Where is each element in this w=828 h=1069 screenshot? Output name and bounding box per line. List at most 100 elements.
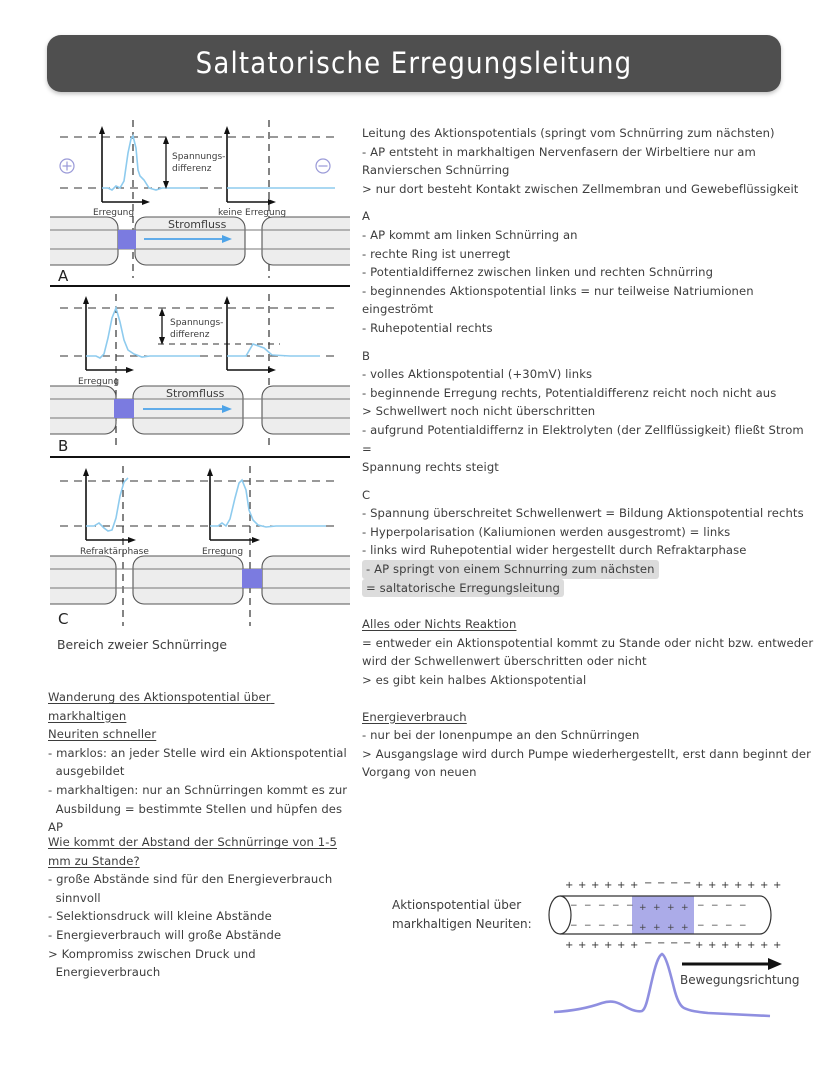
section-b-line-1: - volles Aktionspotential (+30mV) links [362, 367, 593, 382]
alles-line-3: > es gibt kein halbes Aktionspotential [362, 673, 587, 688]
section-c-highlight-1: - AP springt von einem Schnurring zum nä… [362, 560, 659, 579]
section-a-line-4: - beginnendes Aktionspotential links = n… [362, 283, 758, 317]
panel-a-svg: Erregung Spannungs- differenz keine Erre… [50, 120, 350, 287]
energie-line-3: Vorgang von neuen [362, 765, 477, 780]
wanderung-line-3: - markhaltigen: nur an Schnürringen komm… [48, 782, 348, 797]
depolarized-region [632, 896, 694, 934]
alles-title: Alles oder Nichts Reaktion [362, 617, 517, 632]
svg-text:−: − [598, 901, 606, 911]
section-a-line-3: - Potentialdiffernez zwischen linken und… [362, 265, 714, 280]
action-potential-curve [553, 952, 771, 1018]
spacer [362, 699, 814, 708]
node-of-ranvier-active [114, 399, 134, 418]
section-b-block: B - volles Aktionspotential (+30mV) link… [362, 347, 814, 486]
svg-text:−: − [683, 938, 691, 949]
svg-text:+: + [630, 880, 638, 891]
svg-text:−: − [657, 938, 665, 949]
section-c-line-2: - Hyperpolarisation (Kaliumionen werden … [362, 524, 731, 539]
ap-curve-left [86, 305, 200, 359]
right-axes [224, 296, 276, 373]
bottom-figure: Aktionspotential über markhaltigen Neuri… [392, 872, 812, 1032]
svg-text:−: − [739, 921, 747, 931]
ap-curve-right [210, 478, 326, 528]
section-b-line-4: - aufgrund Potentialdiffernz in Elektrol… [362, 422, 808, 456]
panel-b-voltage-label-2: differenz [170, 330, 210, 340]
svg-text:+: + [639, 903, 647, 913]
svg-text:+: + [760, 940, 768, 951]
section-c-highlight-wrap-2: = saltatorische Erregungsleitung [362, 578, 814, 598]
svg-text:+: + [604, 880, 612, 891]
panel-b-svg: Erregung Spannungs- differenz Stromfluss [50, 294, 350, 458]
section-c-highlight-2: = saltatorische Erregungsleitung [362, 578, 564, 598]
alles-line-1: = entweder ein Aktionspotential kommt zu… [362, 635, 814, 650]
svg-text:−: − [626, 921, 634, 931]
svg-text:+: + [695, 940, 703, 951]
section-b-line-2: - beginnende Erregung rechts, Potentiald… [362, 385, 777, 400]
voltage-difference-bracket [163, 136, 169, 189]
panel-a-letter: A [58, 267, 69, 285]
svg-text:+: + [734, 940, 742, 951]
svg-text:+: + [591, 940, 599, 951]
diagram-panel-b: Erregung Spannungs- differenz Stromfluss [50, 292, 350, 460]
wanderung-title-line-2: Neuriten schneller [48, 727, 157, 742]
section-a-line-5: - Ruhepotential rechts [362, 320, 493, 335]
svg-text:−: − [683, 878, 691, 889]
svg-text:+: + [578, 940, 586, 951]
svg-text:−: − [725, 921, 733, 931]
svg-text:+: + [630, 940, 638, 951]
bottom-figure-label: Aktionspotential über markhaltigen Neuri… [392, 896, 542, 934]
abstand-line-1: - große Abstände sind für den Energiever… [48, 872, 333, 887]
section-c-block: C - Spannung überschreitet Schwellenwert… [362, 486, 814, 616]
svg-text:−: − [670, 878, 678, 889]
svg-text:+: + [695, 880, 703, 891]
spacer [362, 477, 814, 486]
svg-text:+: + [617, 940, 625, 951]
svg-text:−: − [711, 901, 719, 911]
direction-arrow [682, 958, 782, 970]
charges-top: +++ +++ −−− − +++ +++ + [565, 878, 781, 891]
abstand-line-3: - Selektionsdruck will kleine Abstände [48, 909, 272, 924]
wanderung-title-line-1: Wanderung des Aktionspotential über mark… [48, 690, 275, 723]
energie-title: Energieverbrauch [362, 709, 467, 724]
svg-text:−: − [598, 921, 606, 931]
svg-text:+: + [734, 880, 742, 891]
svg-text:+: + [708, 940, 716, 951]
energieverbrauch-block: Energieverbrauch - nur bei der Ionenpump… [362, 708, 814, 782]
svg-text:+: + [653, 923, 661, 933]
axon-structure [50, 555, 350, 605]
charges-inner: −−− −− +++ + −−− − −−− −− +++ + −−− − [570, 901, 747, 933]
panel-a-current-label: Stromfluss [168, 218, 227, 231]
svg-text:+: + [667, 903, 675, 913]
axon-structure [50, 385, 350, 435]
svg-text:−: − [739, 901, 747, 911]
bottom-figure-label-line-1: Aktionspotential über [392, 898, 522, 912]
abstand-title-line-2: mm zu Stande? [48, 853, 140, 868]
panel-c-left-axis-label: Refraktärphase [80, 547, 149, 557]
left-axes [83, 296, 134, 373]
abstand-line-6: Energieverbrauch [48, 965, 161, 980]
section-c-title: C [362, 487, 371, 502]
section-a-line-2: - rechte Ring ist unerregt [362, 246, 511, 261]
svg-text:+: + [617, 880, 625, 891]
energie-line-1: - nur bei der Ionenpumpe an den Schnürri… [362, 728, 640, 743]
svg-text:−: − [657, 878, 665, 889]
svg-text:−: − [626, 901, 634, 911]
wanderung-block: Wanderung des Aktionspotential über mark… [48, 688, 348, 837]
svg-text:+: + [721, 940, 729, 951]
svg-text:+: + [578, 880, 586, 891]
diagram-panel-c: Refraktärphase Erregung C [50, 464, 350, 636]
abstand-title-line-1: Wie kommt der Abstand der Schnürringe vo… [48, 835, 337, 849]
section-a-block: A - AP kommt am linken Schnürring an - r… [362, 207, 814, 346]
abstand-line-5: > Kompromiss zwischen Druck und [48, 946, 256, 961]
svg-text:+: + [681, 923, 689, 933]
alles-oder-nichts-block: Alles oder Nichts Reaktion = entweder ei… [362, 615, 814, 707]
panel-a-voltage-label-2: differenz [172, 164, 212, 174]
charges-bottom: +++ +++ −−− − +++ +++ + [565, 938, 781, 951]
axon-cylinder [548, 895, 772, 935]
svg-text:+: + [721, 880, 729, 891]
abstand-line-4: - Energieverbrauch will große Abstände [48, 927, 282, 942]
spacer [362, 606, 814, 615]
svg-text:+: + [747, 940, 755, 951]
svg-text:−: − [584, 901, 592, 911]
refractory-curve-left [86, 477, 129, 532]
